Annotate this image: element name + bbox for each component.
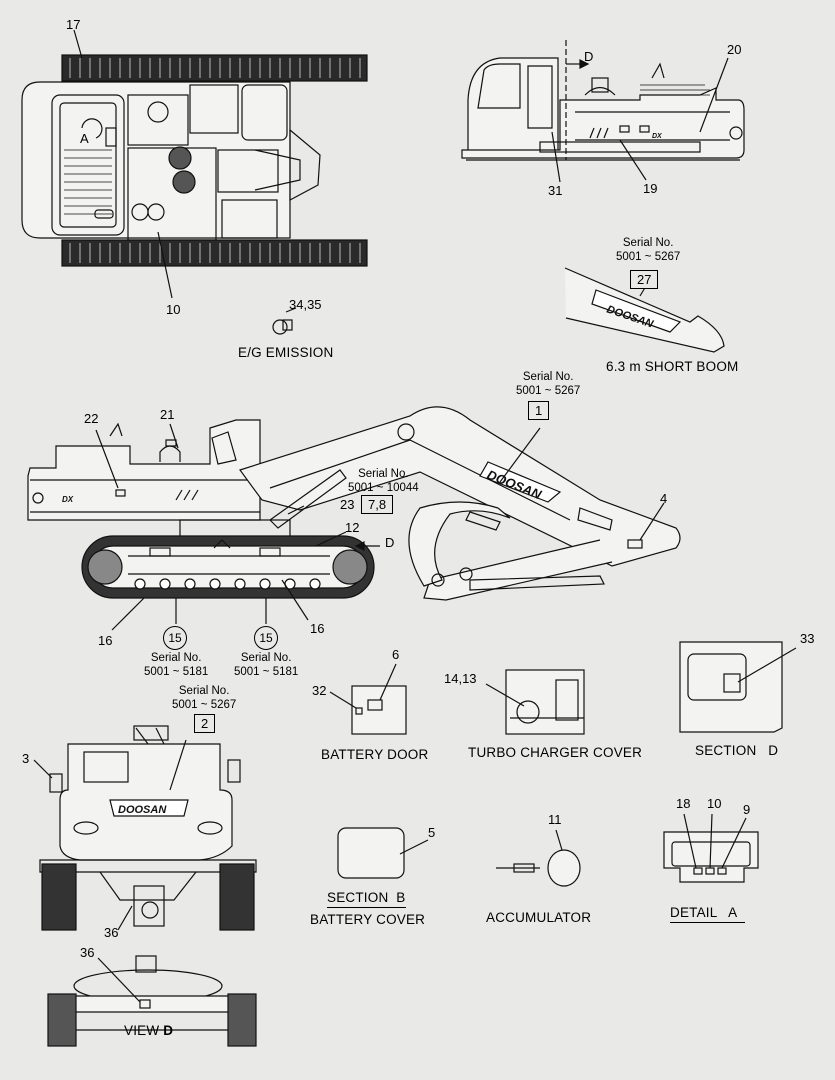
- callout-5: 5: [428, 825, 436, 840]
- serial-main-boom: Serial No.5001 ~ 5267: [516, 371, 581, 398]
- callout-9: 9: [743, 802, 751, 817]
- callout-27: 27: [630, 270, 659, 289]
- arrow-d-label: D: [584, 49, 594, 64]
- callout-6: 6: [392, 647, 400, 662]
- callout-33: 33: [800, 631, 815, 646]
- callout-1: 1: [528, 401, 550, 420]
- front-doosan-decal: DOOSAN: [118, 804, 167, 816]
- serial-15-left: Serial No.5001 ~ 5181: [144, 652, 209, 679]
- side-model-decal: DX: [62, 495, 74, 504]
- turbo-charger-cover: [505, 669, 585, 735]
- callout-14-13: 14,13: [444, 671, 477, 686]
- callout-22: 22: [84, 411, 99, 426]
- battery-door: [351, 685, 407, 735]
- callout-17: 17: [66, 17, 81, 32]
- arrow-d-main-label: D: [385, 535, 395, 550]
- callout-11: 11: [548, 812, 562, 827]
- main-excavator-side: [27, 406, 681, 601]
- callout-16-right: 16: [310, 621, 325, 636]
- caption-section-d: SECTION D: [695, 743, 779, 758]
- callout-10-detail: 10: [707, 796, 722, 811]
- callout-4: 4: [660, 491, 668, 506]
- serial-front: Serial No.5001 ~ 5267: [172, 685, 237, 712]
- serial-7-8: Serial No.5001 ~ 10044: [348, 468, 419, 495]
- caption-view-d: VIEW D: [124, 1023, 174, 1038]
- callout-23: 23: [340, 497, 355, 512]
- front-view-excavator: [39, 725, 257, 931]
- callout-31: 31: [548, 183, 563, 198]
- callout-2: 2: [194, 714, 216, 733]
- caption-section-b: SECTION B: [327, 891, 406, 908]
- view-d-excavator: [47, 955, 257, 1047]
- callout-15-right: 15: [254, 626, 278, 650]
- callout-18: 18: [676, 796, 691, 811]
- caption-turbo-charger-cover: TURBO CHARGER COVER: [468, 745, 643, 760]
- callout-3: 3: [22, 751, 30, 766]
- callout-12: 12: [345, 520, 360, 535]
- callout-20: 20: [727, 42, 742, 57]
- section-d-panel: [679, 641, 783, 733]
- accumulator: [496, 849, 581, 887]
- callout-16-left: 16: [98, 633, 113, 648]
- callout-21: 21: [160, 407, 175, 422]
- callout-36-front: 36: [104, 925, 119, 940]
- top-view-excavator: [21, 54, 368, 267]
- serial-short-boom: Serial No.5001 ~ 5267: [616, 237, 681, 264]
- caption-battery-door: BATTERY DOOR: [321, 747, 429, 762]
- short-boom: [564, 267, 725, 353]
- caption-short-boom: 6.3 m SHORT BOOM: [606, 359, 739, 374]
- caption-accumulator: ACCUMULATOR: [486, 910, 592, 925]
- battery-cover: [337, 827, 405, 879]
- callout-36-view-d: 36: [80, 945, 95, 960]
- serial-15-right: Serial No.5001 ~ 5181: [234, 652, 299, 679]
- detail-a-marker: A: [80, 131, 89, 146]
- callout-34-35: 34,35: [289, 297, 322, 312]
- callout-7-8: 7,8: [361, 495, 394, 514]
- callout-32: 32: [312, 683, 327, 698]
- callout-10: 10: [166, 302, 181, 317]
- side-view-excavator: [461, 57, 745, 161]
- eg-emission-label-icon: [272, 307, 297, 335]
- top-model-decal: DX: [652, 133, 663, 140]
- callout-15-left: 15: [163, 626, 187, 650]
- caption-eg-emission: E/G EMISSION: [238, 345, 334, 360]
- caption-battery-cover: BATTERY COVER: [310, 912, 426, 927]
- caption-detail-a: DETAIL A: [670, 906, 746, 923]
- callout-19: 19: [643, 181, 658, 196]
